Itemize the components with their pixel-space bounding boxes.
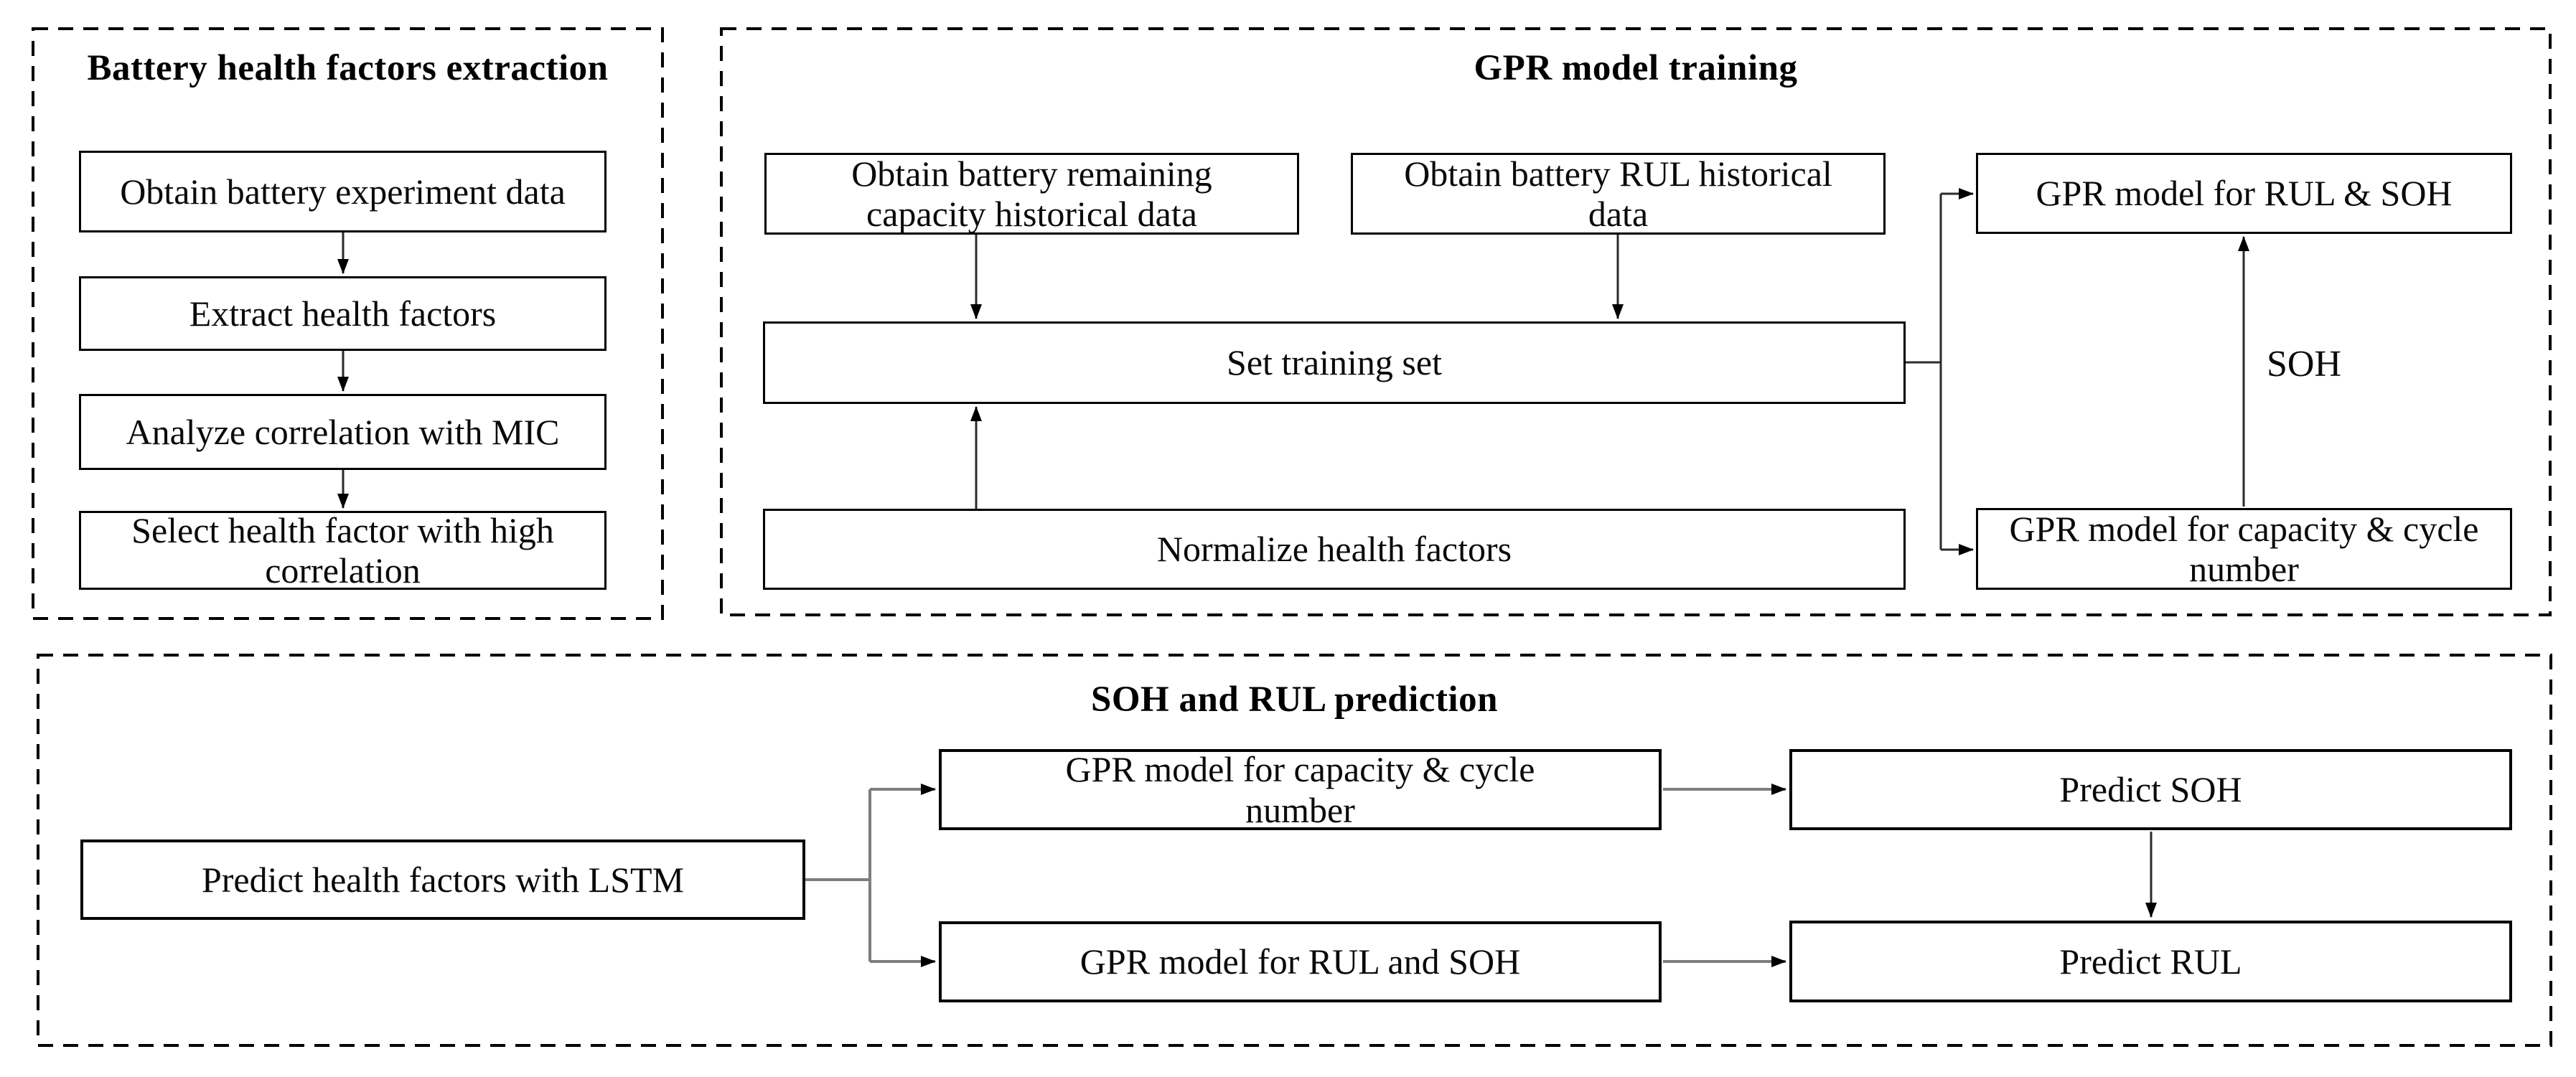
panel-prediction-border xyxy=(37,654,2552,1047)
node-select-health-factor: Select health factor with high correlati… xyxy=(79,510,606,591)
node-analyze-correlation-with-mic: Analyze correlation with MIC xyxy=(79,394,606,470)
node-predict-rul: Predict RUL xyxy=(1789,921,2512,1002)
node-prediction-gpr-capacity-cycle: GPR model for capacity & cycle number xyxy=(939,749,1662,830)
node-obtain-rul-historical-data: Obtain battery RUL historical data xyxy=(1351,153,1886,235)
node-extract-health-factors: Extract health factors xyxy=(79,276,606,351)
panel-title-extraction: Battery health factors extraction xyxy=(87,48,609,88)
node-obtain-battery-experiment-data: Obtain battery experiment data xyxy=(79,151,606,232)
node-gpr-model-rul-soh: GPR model for RUL & SOH xyxy=(1976,153,2512,234)
node-prediction-gpr-rul-soh: GPR model for RUL and SOH xyxy=(939,921,1662,1002)
node-predict-soh: Predict SOH xyxy=(1789,749,2512,830)
node-gpr-model-capacity-cycle: GPR model for capacity & cycle number xyxy=(1976,508,2512,590)
node-predict-health-factors-lstm: Predict health factors with LSTM xyxy=(80,840,805,920)
edge-label-soh: SOH xyxy=(2267,344,2342,385)
node-normalize-health-factors: Normalize health factors xyxy=(763,509,1906,590)
panel-training-border xyxy=(720,27,2552,616)
panel-title-training: GPR model training xyxy=(1474,48,1798,88)
panel-extraction-border xyxy=(32,27,664,620)
panel-title-prediction: SOH and RUL prediction xyxy=(1091,679,1498,720)
node-set-training-set: Set training set xyxy=(763,321,1906,404)
node-obtain-capacity-historical-data: Obtain battery remaining capacity histor… xyxy=(764,153,1299,235)
